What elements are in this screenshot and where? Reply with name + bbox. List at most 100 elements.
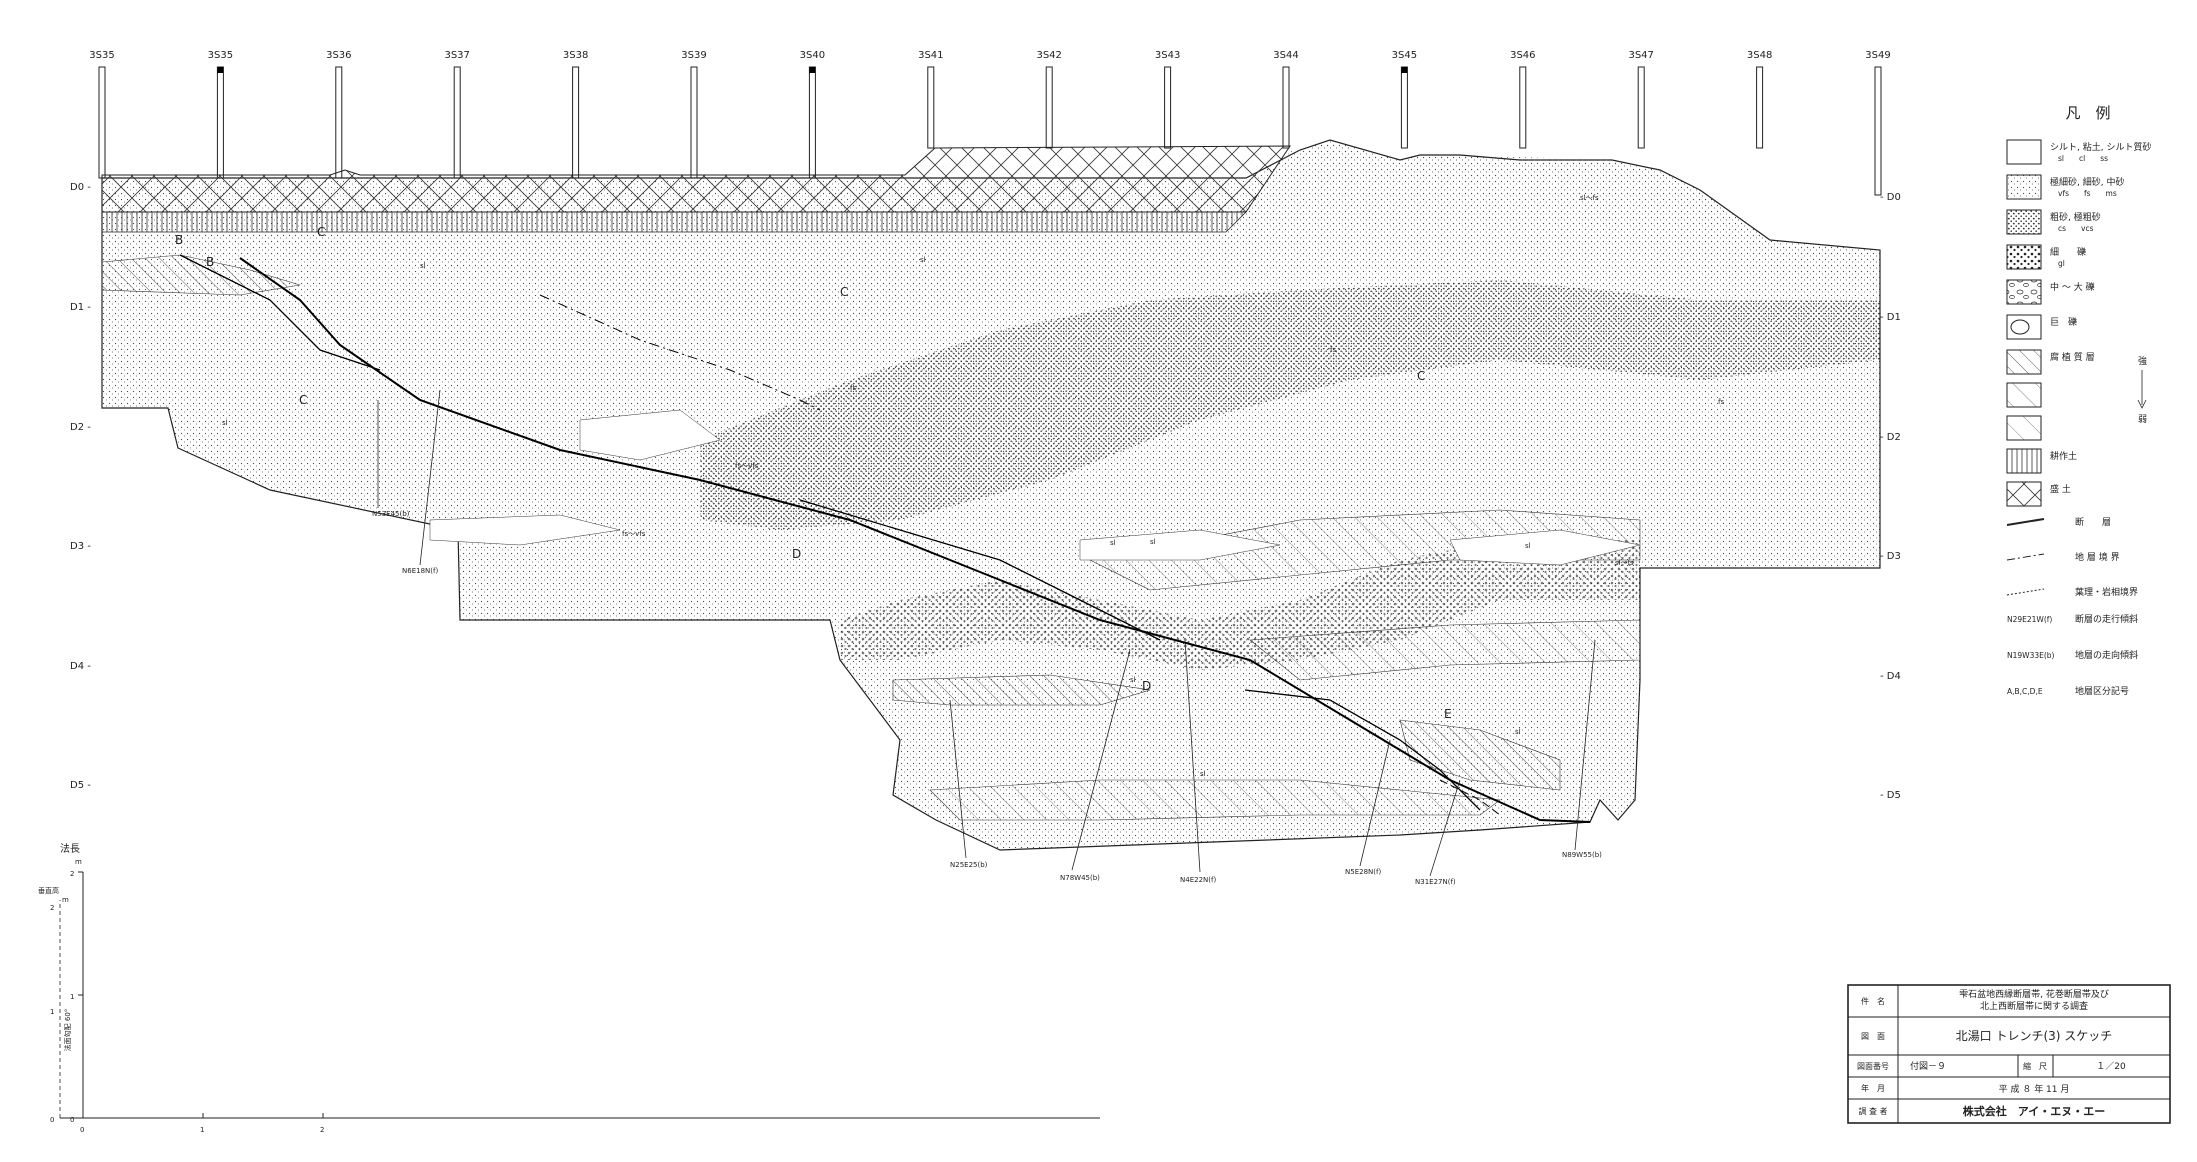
annotation-leader: [1071, 649, 1131, 871]
station-label: 3S39: [681, 50, 706, 61]
legend-label: 腐 植 質 層: [2050, 351, 2095, 363]
legend-label: 粗砂, 極粗砂: [2050, 211, 2101, 223]
humic-lens-5: [1399, 719, 1561, 791]
station-marker-top: [809, 67, 816, 73]
legend-weak-label: 弱: [2138, 414, 2147, 425]
legend-swatch: [2006, 279, 2042, 305]
legend-label: 細 礫: [2050, 246, 2086, 258]
depth-label-left: D3 -: [70, 541, 91, 552]
lithology-label: sl: [420, 262, 426, 270]
scale-vtick-label: 0: [70, 1116, 74, 1124]
station-label: 3S45: [1392, 50, 1417, 61]
gravel-band-lower: [840, 540, 1640, 670]
lithology-label: sl: [1200, 770, 1206, 778]
lithology-label: sl: [222, 419, 228, 427]
unit-label: D: [1142, 679, 1151, 693]
annotation-leader: [419, 389, 441, 566]
legend-swatch: [2006, 382, 2042, 408]
silt-lens-3: [579, 409, 721, 461]
station-label: 3S36: [326, 50, 351, 61]
legend-label: 中 ～ 大 礫: [2050, 281, 2095, 293]
strike-dip-annotations: N53E45(b)N6E18N(f)N25E25(b)N78W45(b)N4E2…: [372, 389, 1602, 886]
station-pole: [1874, 66, 1882, 196]
station-label: 3S35: [89, 50, 114, 61]
lithology-label: fs～vfs: [735, 462, 759, 470]
silt-lens-1: [1079, 529, 1281, 561]
legend-code: N19W33E(b): [2007, 651, 2055, 660]
station-marker-top: [217, 67, 224, 73]
scale-tick-label: 0: [80, 1126, 84, 1134]
annotation-leader: [1429, 779, 1461, 877]
legend-line-label: 地 層 境 界: [2075, 551, 2120, 563]
station-label: 3S35: [208, 50, 233, 61]
legend-code: N29E21W(f): [2007, 615, 2052, 624]
legend-swatch: [2006, 209, 2042, 235]
legend-sub-label: vfs fs ms: [2058, 189, 2117, 198]
depth-scale-right: - D0- D1- D2- D3- D4- D5: [1880, 192, 1901, 801]
boundary-dashed-1: [539, 294, 821, 411]
lithology-label: sl: [1110, 539, 1116, 547]
legend-sub-label: sl cl ss: [2058, 154, 2108, 163]
unit-label: B: [175, 233, 183, 247]
strike-dip-label: N6E18N(f): [402, 567, 438, 575]
station-pole: [1637, 66, 1645, 149]
scale-unit: m: [75, 858, 82, 866]
station-pole: [1756, 66, 1764, 149]
legend-swatch: [2006, 174, 2042, 200]
legend-sub-label: gl: [2058, 259, 2065, 268]
boundary-dashed-2: [1439, 779, 1501, 816]
station-pole: [690, 66, 698, 179]
station-pole: [453, 66, 461, 179]
humic-lens-2: [1249, 619, 1641, 681]
scale-tick-label: 1: [200, 1126, 204, 1134]
legend-swatch: [2006, 139, 2042, 165]
scale-title: 法長: [60, 842, 80, 855]
title-block-value: 北湯口 トレンチ(3) スケッチ: [1956, 1029, 2113, 1043]
station-label: 3S46: [1510, 50, 1535, 61]
depth-label-left: D2 -: [70, 422, 91, 433]
scale-vtick-label: 1: [70, 993, 74, 1001]
depth-label-left: D4 -: [70, 661, 91, 672]
lithology-label: sl: [1130, 676, 1136, 684]
lithology-label: fs: [1330, 346, 1336, 354]
legend-line-label: 葉理・岩相境界: [2075, 586, 2138, 598]
unit-label: D: [792, 547, 801, 561]
legend-label: 盛 土: [2050, 483, 2071, 495]
fault-main: [239, 257, 1591, 823]
title-block-key: 調 査 者: [1858, 1106, 1887, 1116]
arrow-down-icon: [2137, 399, 2147, 409]
station-label: 3S41: [918, 50, 943, 61]
strike-dip-label: N25E25(b): [950, 861, 988, 869]
station-pole: [808, 66, 816, 179]
legend-swatch: [2006, 349, 2042, 375]
title-block-value: 平 成 ８ 年 11 月: [1999, 1083, 2070, 1095]
title-block-frame: [1847, 984, 2171, 1124]
depth-label-right: - D1: [1880, 312, 1901, 323]
fault-branch: [1244, 689, 1481, 811]
vertical-title: 垂直高: [38, 886, 59, 895]
title-block-value2: １／20: [2096, 1061, 2126, 1072]
title-block-key2: 縮 尺: [2023, 1061, 2047, 1071]
humic-lens-1: [1089, 509, 1641, 591]
station-pole: [927, 66, 935, 149]
legend-line-label: 断 層: [2075, 516, 2111, 528]
legend-sub-label: cs vcs: [2058, 224, 2094, 233]
title-block-key: 図 面: [1861, 1032, 1885, 1041]
depth-label-right: - D4: [1880, 671, 1901, 682]
unit-label: E: [1444, 707, 1452, 721]
legend-code-label: 断層の走行傾斜: [2075, 613, 2138, 625]
depth-label-left: D1 -: [70, 302, 91, 313]
humic-lens-4: [929, 779, 1501, 821]
legend-swatch: [2006, 314, 2042, 340]
station-pole: [98, 66, 106, 179]
station-label: 3S47: [1628, 50, 1653, 61]
title-block-key: 件 名: [1861, 996, 1885, 1006]
station-pole: [1400, 66, 1408, 149]
fault-secondary-lower: [799, 499, 1161, 641]
annotation-leader: [1184, 639, 1201, 873]
unit-label: C: [299, 393, 307, 407]
station-label: 3S38: [563, 50, 588, 61]
